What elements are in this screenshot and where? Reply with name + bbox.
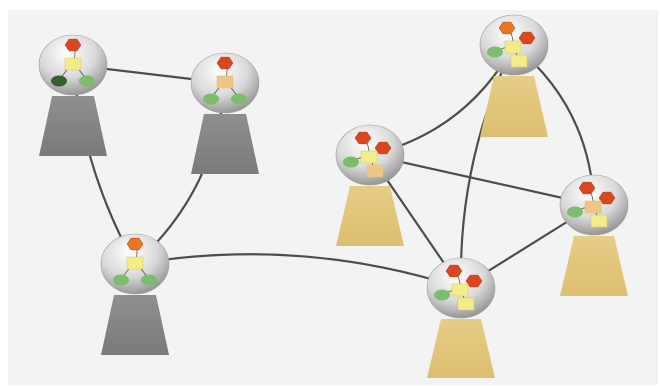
- gray-node-3[interactable]: [100, 233, 170, 355]
- box-tan-shape: [216, 75, 234, 89]
- hex-red-shape: [64, 38, 82, 52]
- box-tan-shape: [366, 164, 384, 178]
- box-yellow-shape: [457, 297, 475, 311]
- box-yellow-shape: [451, 283, 469, 297]
- gold-node-2[interactable]: [479, 14, 549, 137]
- box-yellow-shape: [126, 256, 144, 270]
- gray-pedestal-base: [191, 114, 259, 174]
- box-yellow-shape: [360, 150, 378, 164]
- gold-pedestal-base: [480, 76, 548, 137]
- dot-green-shape: [113, 274, 129, 286]
- hex-red-shape: [445, 264, 463, 278]
- box-yellow-shape: [504, 40, 522, 54]
- dot-green-shape: [203, 93, 219, 105]
- gold-pedestal-base: [336, 186, 404, 246]
- dot-green-shape: [231, 93, 247, 105]
- gray-node-1[interactable]: [38, 34, 108, 156]
- nodes-layer: [38, 14, 629, 378]
- edge-gold-node-2-gold-node-4: [459, 43, 516, 290]
- dot-green-shape: [567, 206, 583, 218]
- dot-green-shape: [487, 46, 503, 58]
- dot-green-shape: [141, 274, 157, 286]
- gold-node-4[interactable]: [426, 257, 496, 378]
- dot-green-shape: [434, 289, 450, 301]
- hex-red-shape: [578, 181, 596, 195]
- box-yellow-shape: [510, 54, 528, 68]
- hex-red-shape: [354, 131, 372, 145]
- dot-green-shape: [343, 156, 359, 168]
- hex-orange-shape: [126, 237, 144, 251]
- box-tan-shape: [584, 200, 602, 214]
- hex-red-shape: [465, 274, 483, 288]
- box-yellow-shape: [64, 57, 82, 71]
- gold-node-1[interactable]: [335, 124, 405, 246]
- hex-red-shape: [598, 191, 616, 205]
- gray-pedestal-base: [101, 295, 169, 355]
- hex-red-shape: [374, 141, 392, 155]
- box-yellow-shape: [590, 214, 608, 228]
- dot-darkgreen-shape: [51, 75, 67, 87]
- gray-node-2[interactable]: [190, 52, 260, 174]
- dot-green-shape: [79, 75, 95, 87]
- gold-pedestal-base: [560, 236, 628, 296]
- gold-pedestal-base: [427, 319, 495, 378]
- edge-gray-node-3-gold-node-4: [133, 253, 463, 290]
- gold-node-3[interactable]: [559, 174, 629, 296]
- gray-pedestal-base: [39, 96, 107, 156]
- hex-red-shape: [216, 56, 234, 70]
- hex-red-shape: [518, 31, 536, 45]
- hex-orange-shape: [498, 21, 516, 35]
